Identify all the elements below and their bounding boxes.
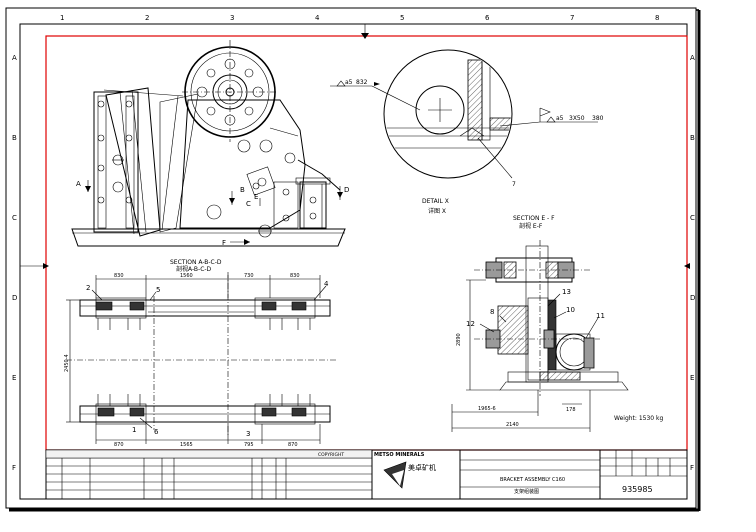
weld-a-size: a5	[345, 79, 353, 86]
weld-a-length: 832	[356, 79, 368, 86]
section-mark-e: E	[254, 193, 258, 201]
zone-number: 2	[145, 14, 149, 22]
dim-ef-2: 2140	[506, 422, 519, 428]
copyright-label: COPYRIGHT	[318, 452, 344, 458]
zone-number: 4	[315, 14, 320, 22]
dim-bottom-4: 870	[288, 442, 298, 448]
weld-b-spec: 3X50	[569, 115, 585, 122]
section-abcd-title-cn: 剖视A-B-C-D	[176, 265, 212, 273]
item-4: 4	[324, 280, 329, 288]
zone-number: 3	[230, 14, 234, 22]
dim-bottom-2: 1565	[180, 442, 193, 448]
item-1: 1	[132, 426, 136, 434]
item-13: 13	[562, 288, 571, 296]
drawing-number: 935985	[622, 485, 653, 494]
sheet-frame	[5, 7, 701, 512]
zone-letter: A	[12, 54, 17, 62]
item-3: 3	[246, 430, 250, 438]
item-8: 8	[490, 308, 494, 316]
zone-letters: A B C D E F A B C D E F	[12, 54, 695, 472]
dim-ef-vertical: 2890	[456, 333, 462, 346]
title-block-text: COPYRIGHT METSO MINERALS 美卓矿机 BRACKET AS…	[318, 452, 653, 495]
zone-letter: E	[12, 374, 16, 382]
dim-height: 2450-4	[64, 354, 70, 372]
zone-letter: D	[690, 294, 695, 302]
zone-number: 8	[655, 14, 659, 22]
section-ef-labels: SECTION E - F 剖视 E-F 13 10 11 12 8 1965-…	[456, 215, 663, 428]
item-10: 10	[566, 306, 575, 314]
dim-top-1: 830	[114, 273, 124, 279]
zone-letter: D	[12, 294, 17, 302]
zone-letter: C	[12, 214, 17, 222]
zone-letter: B	[690, 134, 695, 142]
drawing-title-cn: 支架组装图	[514, 488, 539, 495]
section-abcd-labels: SECTION A-B-C-D 剖视A-B-C-D 830 1560 730 8…	[64, 259, 329, 448]
dim-top-3: 730	[244, 273, 254, 279]
zone-number: 6	[485, 14, 490, 22]
dim-top-4: 830	[290, 273, 300, 279]
detail-x-labels: a5 832 a5 3X50 380 7 DETAIL X 详图 X	[345, 79, 604, 215]
item-5: 5	[156, 286, 160, 294]
section-mark-b: B	[240, 186, 245, 194]
detail-x-title: DETAIL X	[422, 198, 449, 205]
dim-bottom-3: 795	[244, 442, 254, 448]
detail-x-title-cn: 详图 X	[428, 207, 446, 215]
zone-number: 1	[60, 14, 64, 22]
zone-number: 7	[570, 14, 574, 22]
zone-letter: E	[690, 374, 694, 382]
company-name-cn: 美卓矿机	[408, 463, 436, 472]
section-abcd-view	[66, 272, 336, 444]
item-2: 2	[86, 284, 90, 292]
section-ef-title-cn: 剖视 E-F	[519, 222, 543, 230]
zone-letter: C	[690, 214, 695, 222]
dim-bottom-1: 870	[114, 442, 124, 448]
dim-top-2: 1560	[180, 273, 193, 279]
item-6: 6	[154, 428, 159, 436]
front-view	[71, 40, 346, 247]
title-block	[45, 449, 688, 500]
detail-x-view	[330, 49, 598, 179]
zone-letter: B	[12, 134, 17, 142]
front-view-labels: A B C D E F	[76, 180, 349, 247]
centering-marks	[20, 24, 690, 269]
section-mark-d: D	[344, 186, 349, 194]
zone-letter: A	[690, 54, 695, 62]
weight-note: Weight: 1530 kg	[614, 415, 663, 422]
section-ef-view	[451, 240, 629, 432]
section-ef-title: SECTION E - F	[513, 215, 555, 222]
company-name: METSO MINERALS	[374, 452, 425, 458]
item-11: 11	[596, 312, 605, 320]
section-abcd-title: SECTION A-B-C-D	[170, 259, 222, 266]
item-12: 12	[466, 320, 475, 328]
zone-letter: F	[690, 464, 694, 472]
section-mark-a: A	[76, 180, 81, 188]
zone-number: 5	[400, 14, 404, 22]
section-mark-f: F	[222, 239, 226, 247]
dim-ef-1: 1965-6	[478, 406, 496, 412]
zone-letter: F	[12, 464, 16, 472]
weld-b-length: 380	[592, 115, 604, 122]
drawing-title: BRACKET ASSEMBLY C160	[500, 477, 565, 483]
item-7: 7	[512, 181, 516, 188]
zone-numbers: 1 2 3 4 5 6 7 8	[60, 14, 659, 22]
section-mark-c: C	[246, 200, 251, 208]
weld-b-size: a5	[556, 115, 564, 122]
dim-ef-3: 178	[566, 407, 576, 413]
